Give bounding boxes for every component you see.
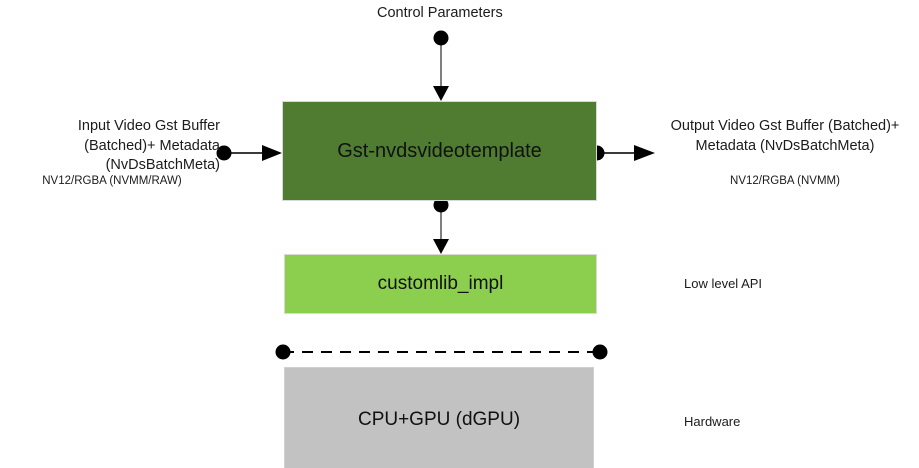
connector-control-to-gst (433, 30, 449, 101)
label-control-parameters: Control Parameters (377, 5, 503, 21)
block-cpu-gpu-dgpu[interactable]: CPU+GPU (dGPU) (284, 367, 594, 468)
label-hardware: Hardware (684, 414, 741, 429)
label-output-format: NV12/RGBA (NVMM) (730, 175, 840, 187)
block-customlib-impl[interactable]: customlib_impl (284, 254, 597, 314)
block-customlib-impl-label: customlib_impl (377, 272, 504, 294)
block-cpu-gpu-dgpu-label: CPU+GPU (dGPU) (357, 409, 521, 430)
connector-input-to-gst (216, 145, 282, 161)
block-gst-nvdsvideotemplate-label: Gst-nvdsvideotemplate (337, 140, 542, 162)
block-gst-nvdsvideotemplate[interactable]: Gst-nvdsvideotemplate (282, 101, 597, 201)
label-input-format: NV12/RGBA (NVMM/RAW) (42, 175, 182, 187)
connector-hardware-boundary (275, 344, 608, 360)
label-output-buffer: Output Video Gst Buffer (Batched)+ Metad… (670, 118, 900, 154)
label-input-buffer: Input Video Gst Buffer (Batched)+ Metada… (77, 118, 220, 174)
connector-gst-to-customlib (433, 197, 449, 254)
connector-gst-to-output (589, 145, 655, 161)
label-low-level-api: Low level API (684, 276, 763, 291)
